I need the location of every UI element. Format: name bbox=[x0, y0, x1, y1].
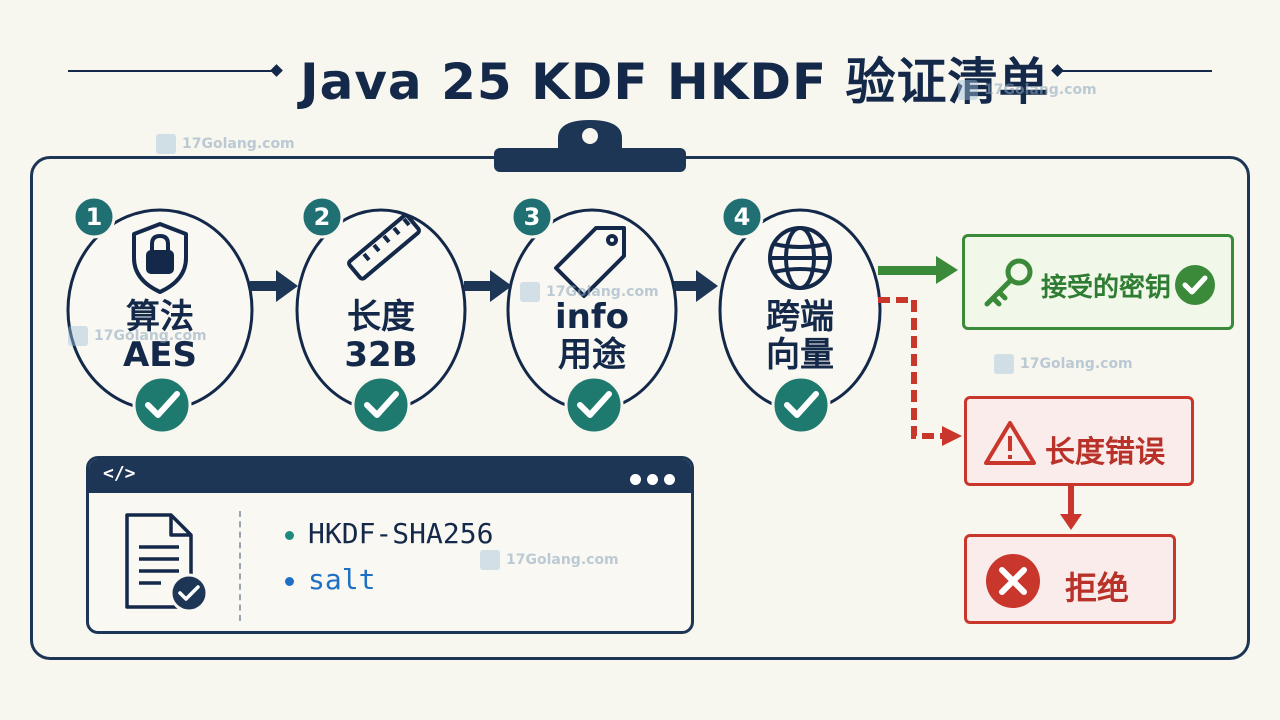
step-2-line1: 长度 bbox=[347, 297, 415, 337]
code-item-text: salt bbox=[308, 563, 376, 596]
accepted-key-box: 接受的密钥 bbox=[962, 234, 1234, 330]
watermark-logo-icon bbox=[156, 134, 176, 154]
page-title: Java 25 KDF HKDF 验证清单 bbox=[300, 53, 1050, 111]
step-3-number: 3 bbox=[523, 203, 541, 231]
step-2-number: 2 bbox=[313, 203, 331, 231]
watermark: 17Golang.com bbox=[520, 282, 659, 302]
watermark: 17Golang.com bbox=[958, 80, 1097, 100]
watermark: 17Golang.com bbox=[994, 354, 1133, 374]
title-rule-left bbox=[68, 70, 278, 72]
step-1-line2: AES bbox=[122, 335, 198, 375]
watermark-text: 17Golang.com bbox=[506, 552, 619, 568]
bullet bbox=[285, 530, 294, 540]
watermark-text: 17Golang.com bbox=[94, 328, 207, 344]
watermark: 17Golang.com bbox=[156, 134, 295, 154]
warning-icon bbox=[984, 421, 1036, 465]
document-check-icon bbox=[125, 513, 209, 613]
length-error-box: 长度错误 bbox=[964, 396, 1194, 486]
watermark: 17Golang.com bbox=[68, 326, 207, 346]
step-4-number: 4 bbox=[733, 203, 751, 231]
length-error-label: 长度错误 bbox=[1045, 435, 1165, 470]
watermark-text: 17Golang.com bbox=[182, 136, 295, 152]
rejected-box: 拒绝 bbox=[964, 534, 1176, 624]
step-1-line1: 算法 bbox=[126, 297, 194, 337]
title-diamond-left bbox=[270, 64, 283, 77]
watermark-logo-icon bbox=[520, 282, 540, 302]
watermark-logo-icon bbox=[480, 550, 500, 570]
watermark-text: 17Golang.com bbox=[984, 82, 1097, 98]
code-panel: </> HKDF-SHA256 salt bbox=[86, 456, 694, 634]
watermark-text: 17Golang.com bbox=[1020, 356, 1133, 372]
reject-x-icon bbox=[986, 554, 1040, 608]
watermark-logo-icon bbox=[958, 80, 978, 100]
watermark-logo-icon bbox=[68, 326, 88, 346]
step-4-label: 跨端 向量 bbox=[730, 298, 870, 374]
accepted-key-label: 接受的密钥 bbox=[1041, 273, 1172, 303]
window-dots bbox=[624, 470, 675, 489]
step-3-line1: info bbox=[554, 297, 629, 337]
step-2-label: 长度 32B bbox=[311, 298, 451, 374]
watermark: 17Golang.com bbox=[480, 550, 619, 570]
code-panel-titlebar: </> bbox=[89, 459, 691, 493]
clipboard-clip-icon bbox=[494, 120, 686, 172]
step-2-line2: 32B bbox=[344, 335, 418, 375]
window-dot bbox=[664, 474, 675, 485]
watermark-logo-icon bbox=[994, 354, 1014, 374]
rejected-label: 拒绝 bbox=[1065, 569, 1130, 607]
code-tag-icon: </> bbox=[103, 463, 136, 484]
bullet bbox=[285, 576, 294, 586]
step-1-label: 算法 AES bbox=[90, 298, 230, 374]
code-item-text: HKDF-SHA256 bbox=[308, 517, 494, 550]
step-3-label: info 用途 bbox=[522, 298, 662, 374]
window-dot bbox=[647, 474, 658, 485]
title-row: Java 25 KDF HKDF 验证清单 bbox=[0, 36, 1280, 111]
code-item-algorithm: HKDF-SHA256 bbox=[285, 517, 493, 550]
code-divider bbox=[239, 511, 241, 621]
title-rule-right bbox=[1060, 70, 1212, 72]
code-item-salt: salt bbox=[285, 563, 375, 596]
key-icon bbox=[984, 258, 1033, 307]
step-3-line2: 用途 bbox=[558, 335, 626, 375]
step-4-line2: 向量 bbox=[766, 335, 834, 375]
step-1-number: 1 bbox=[85, 203, 103, 231]
window-dot bbox=[630, 474, 641, 485]
step-4-line1: 跨端 bbox=[766, 297, 834, 337]
watermark-text: 17Golang.com bbox=[546, 284, 659, 300]
success-check-icon bbox=[1175, 265, 1215, 305]
